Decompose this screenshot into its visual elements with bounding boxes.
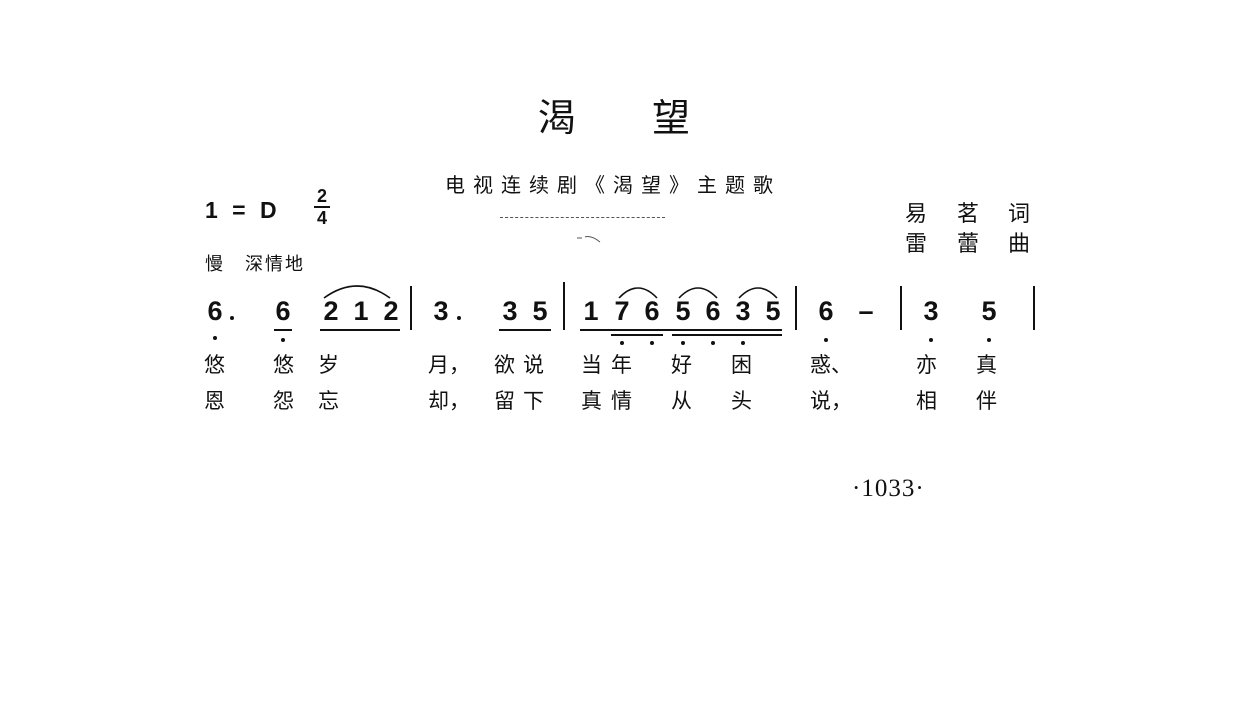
octave-dot-below xyxy=(929,338,933,342)
lyric-syllable: 怨 xyxy=(273,389,294,413)
barline xyxy=(410,286,412,330)
barline xyxy=(1033,286,1035,330)
lyric-syllable: 好 xyxy=(671,353,692,377)
time-signature-denominator: 4 xyxy=(316,208,327,228)
note: 1 xyxy=(583,296,599,326)
lyric-syllable: 忘 xyxy=(318,389,339,413)
note: 3 xyxy=(502,296,518,326)
note-underline xyxy=(580,329,782,331)
note-underline xyxy=(320,329,400,331)
note: 6 xyxy=(644,296,660,326)
lyric-syllable: 下 xyxy=(523,389,544,413)
note: 6 xyxy=(207,296,223,326)
note: 5 xyxy=(981,296,997,326)
note: 1 xyxy=(353,296,369,326)
page-number: ·1033· xyxy=(852,475,925,502)
lyric-syllable: 欲 xyxy=(494,353,515,377)
decorative-squiggle xyxy=(577,236,601,243)
lyric-syllable: 惑、 xyxy=(810,353,852,377)
note: 2 xyxy=(383,296,399,326)
composer-role: 曲 xyxy=(1008,232,1031,257)
tempo-expression: 深情地 xyxy=(245,254,305,275)
song-subtitle: 电视连续剧《渴望》主题歌 xyxy=(445,173,781,197)
note: 6 xyxy=(818,296,834,326)
octave-dot-below xyxy=(620,341,624,345)
lyricist-name: 易茗 xyxy=(905,202,1010,227)
lyric-syllable: 年 xyxy=(611,353,632,377)
octave-dot-below xyxy=(650,341,654,345)
note-underline xyxy=(499,329,551,331)
note-underline-second xyxy=(611,334,663,336)
lyric-syllable: 岁 xyxy=(318,353,339,377)
note: 6 xyxy=(705,296,721,326)
sustain-dash: – xyxy=(858,296,874,326)
note: 6 xyxy=(275,296,291,326)
song-title: 渴望 xyxy=(538,96,767,140)
lyric-syllable: 悠 xyxy=(273,353,294,377)
lyric-syllable: 说， xyxy=(810,389,852,413)
note: 2 xyxy=(323,296,339,326)
time-signature-line xyxy=(314,206,330,208)
key-signature: 1 = D xyxy=(205,197,277,223)
slur xyxy=(323,285,391,299)
lyric-syllable: 却， xyxy=(428,389,470,413)
lyric-syllable: 悠 xyxy=(204,353,225,377)
augmentation-dot xyxy=(457,316,461,320)
barline xyxy=(900,286,902,330)
note-underline-second xyxy=(672,334,782,336)
note: 3 xyxy=(923,296,939,326)
octave-dot-below xyxy=(824,338,828,342)
barline xyxy=(563,282,565,330)
augmentation-dot xyxy=(230,316,234,320)
lyric-syllable: 相 xyxy=(916,389,937,413)
note: 3 xyxy=(735,296,751,326)
lyric-syllable: 真 xyxy=(976,353,997,377)
lyric-syllable: 亦 xyxy=(916,353,937,377)
note: 7 xyxy=(614,296,630,326)
lyric-syllable: 说 xyxy=(523,353,544,377)
lyric-syllable: 恩 xyxy=(204,389,225,413)
lyric-syllable: 头 xyxy=(731,389,752,413)
lyric-syllable: 伴 xyxy=(976,389,997,413)
decorative-dashed-line xyxy=(500,217,665,218)
time-signature-numerator: 2 xyxy=(316,186,327,206)
note: 5 xyxy=(532,296,548,326)
composer-name: 雷蕾 xyxy=(905,232,1010,257)
lyric-syllable: 情 xyxy=(611,389,632,413)
barline xyxy=(795,286,797,330)
note: 5 xyxy=(675,296,691,326)
octave-dot-below xyxy=(681,341,685,345)
lyricist-role: 词 xyxy=(1008,202,1031,227)
lyric-syllable: 留 xyxy=(494,389,515,413)
note: 5 xyxy=(765,296,781,326)
lyric-syllable: 月， xyxy=(428,353,470,377)
octave-dot-below xyxy=(213,336,217,340)
lyric-syllable: 困 xyxy=(731,353,752,377)
octave-dot-below xyxy=(281,338,285,342)
slur xyxy=(738,287,778,299)
lyric-syllable: 从 xyxy=(671,389,692,413)
octave-dot-below xyxy=(987,338,991,342)
octave-dot-below xyxy=(711,341,715,345)
slur xyxy=(618,287,658,299)
note-underline xyxy=(274,329,292,331)
tempo-speed: 慢 xyxy=(205,254,223,275)
lyric-syllable: 当 xyxy=(581,353,602,377)
lyric-syllable: 真 xyxy=(581,389,602,413)
octave-dot-below xyxy=(741,341,745,345)
note: 3 xyxy=(433,296,449,326)
slur xyxy=(678,287,718,299)
